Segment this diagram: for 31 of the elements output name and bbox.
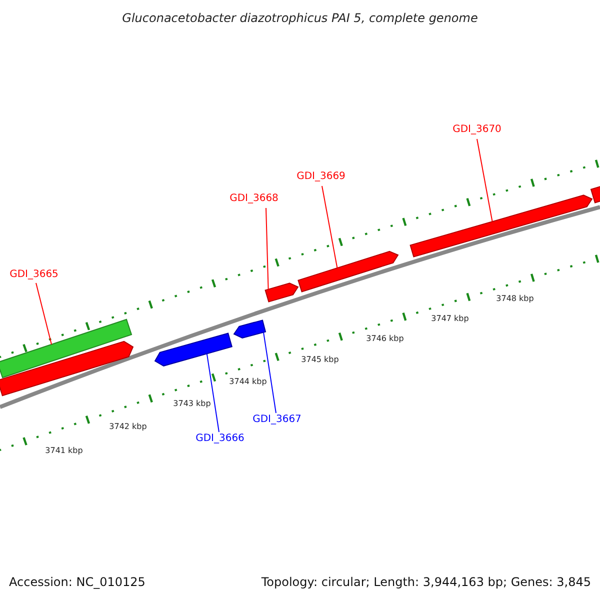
gene-feature (0, 318, 132, 378)
leader-line (206, 353, 220, 432)
gene-feature (233, 320, 266, 339)
footer-text: Accession: NC_010125 (9, 576, 146, 588)
footer-text: Topology: circular; Length: 3,944,163 bp; Genes: 3,845 (261, 576, 591, 588)
gene-label: GDI_3668 (230, 194, 278, 204)
gene-feature (590, 186, 600, 204)
leader-line (266, 208, 269, 290)
gene-label: GDI_3665 (10, 270, 58, 280)
gene-label: GDI_3666 (196, 434, 244, 444)
leader-line (36, 282, 52, 345)
leader-line (476, 138, 493, 222)
scale-label: 3745 kbp (301, 356, 339, 364)
gene-feature (154, 332, 233, 366)
scale-label: 3746 kbp (366, 335, 404, 343)
gene-feature (264, 282, 299, 302)
leader-line (263, 332, 276, 414)
scale-label: 3741 kbp (45, 447, 83, 455)
gene-feature (410, 194, 593, 258)
title: Gluconacetobacter diazotrophicus PAI 5, complete genome (122, 12, 478, 24)
gene-feature (298, 250, 399, 292)
gene-label: GDI_3667 (252, 415, 302, 425)
scale-label: 3744 kbp (229, 378, 267, 386)
scale-label: 3747 kbp (431, 315, 469, 323)
gene-label: GDI_3669 (296, 172, 346, 182)
gene-label: GDI_3670 (452, 125, 502, 135)
scale-label: 3748 kbp (496, 295, 534, 303)
gene-feature (0, 340, 134, 396)
leader-line (322, 186, 338, 268)
scale-label: 3742 kbp (109, 423, 147, 431)
scale-label: 3743 kbp (173, 400, 211, 408)
